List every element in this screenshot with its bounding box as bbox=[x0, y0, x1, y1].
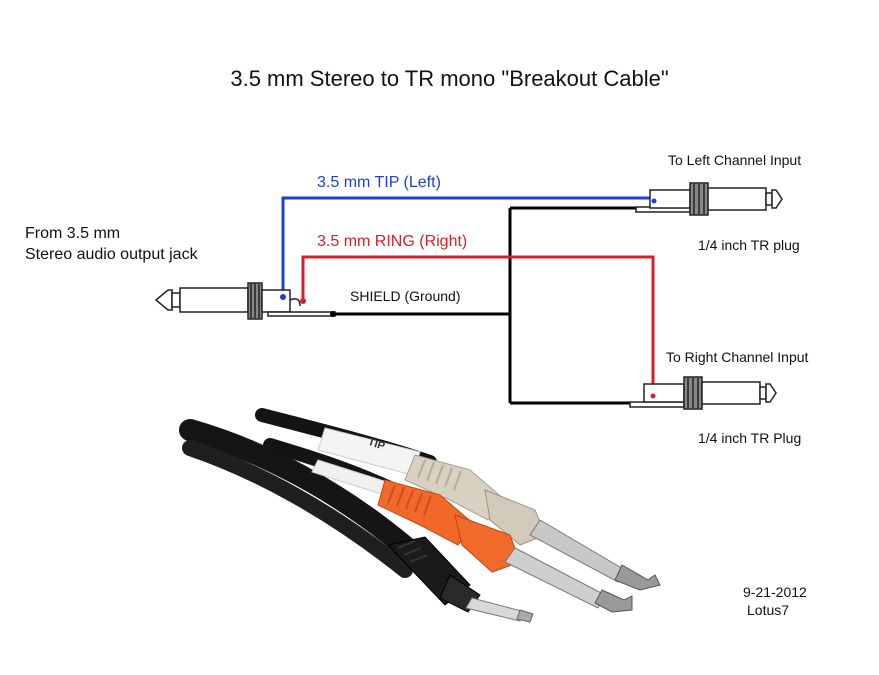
photo-cable-main bbox=[179, 419, 426, 566]
tip-solder-point bbox=[280, 294, 286, 300]
diagram-title: 3.5 mm Stereo to TR mono "Breakout Cable… bbox=[230, 66, 669, 91]
footer-author: Lotus7 bbox=[747, 602, 790, 618]
left-output-label: To Left Channel Input bbox=[668, 152, 802, 168]
source-plug-shaft bbox=[179, 287, 249, 313]
right-output-label: To Right Channel Input bbox=[666, 349, 809, 365]
source-plug-lugs bbox=[267, 311, 336, 317]
footer-date: 9-21-2012 bbox=[743, 584, 807, 600]
photo-orange-plug-barrel bbox=[454, 514, 521, 573]
photo-mini-plug-tip bbox=[516, 609, 534, 623]
ring-wire bbox=[301, 255, 655, 396]
source-plug bbox=[154, 282, 336, 320]
right-plug-shaft bbox=[701, 381, 761, 405]
source-line-1: From 3.5 mm bbox=[25, 225, 121, 242]
ring-wire-label: 3.5 mm RING (Right) bbox=[317, 233, 468, 250]
photo-grey-plug-barrel bbox=[484, 489, 546, 546]
left-plug-label: 1/4 inch TR plug bbox=[698, 237, 800, 253]
ring-solder-point bbox=[300, 298, 306, 304]
left-plug-shaft bbox=[707, 187, 767, 211]
source-plug-body bbox=[261, 289, 291, 313]
shield-wire-label: SHIELD (Ground) bbox=[350, 288, 461, 304]
cable-photo bbox=[179, 408, 661, 623]
photo-orange-plug-tip bbox=[594, 589, 633, 613]
left-plug-body bbox=[649, 189, 691, 209]
photo-mini-plug-shaft bbox=[465, 597, 526, 622]
shield-wires bbox=[333, 206, 640, 405]
right-plug-body bbox=[643, 383, 685, 403]
source-plug-tip-neck bbox=[171, 292, 181, 308]
left-plug-tip bbox=[771, 189, 783, 209]
photo-grey-plug-tip bbox=[614, 564, 661, 591]
right-plug-label: 1/4 inch TR Plug bbox=[698, 430, 802, 446]
photo-orange-plug-boot bbox=[377, 479, 476, 546]
source-plug-tip bbox=[154, 289, 173, 311]
source-description: From 3.5 mm Stereo audio output jack bbox=[25, 223, 198, 265]
right-plug-tip bbox=[765, 383, 777, 403]
source-line-2: Stereo audio output jack bbox=[25, 246, 198, 263]
tip-wire-label: 3.5 mm TIP (Left) bbox=[317, 174, 441, 191]
photo-grey-plug-shaft bbox=[529, 519, 626, 583]
shield-solder-point bbox=[330, 311, 336, 317]
photo-orange-plug-shaft bbox=[504, 547, 606, 609]
left-output-plug bbox=[635, 182, 783, 216]
right-output-plug bbox=[629, 376, 777, 410]
